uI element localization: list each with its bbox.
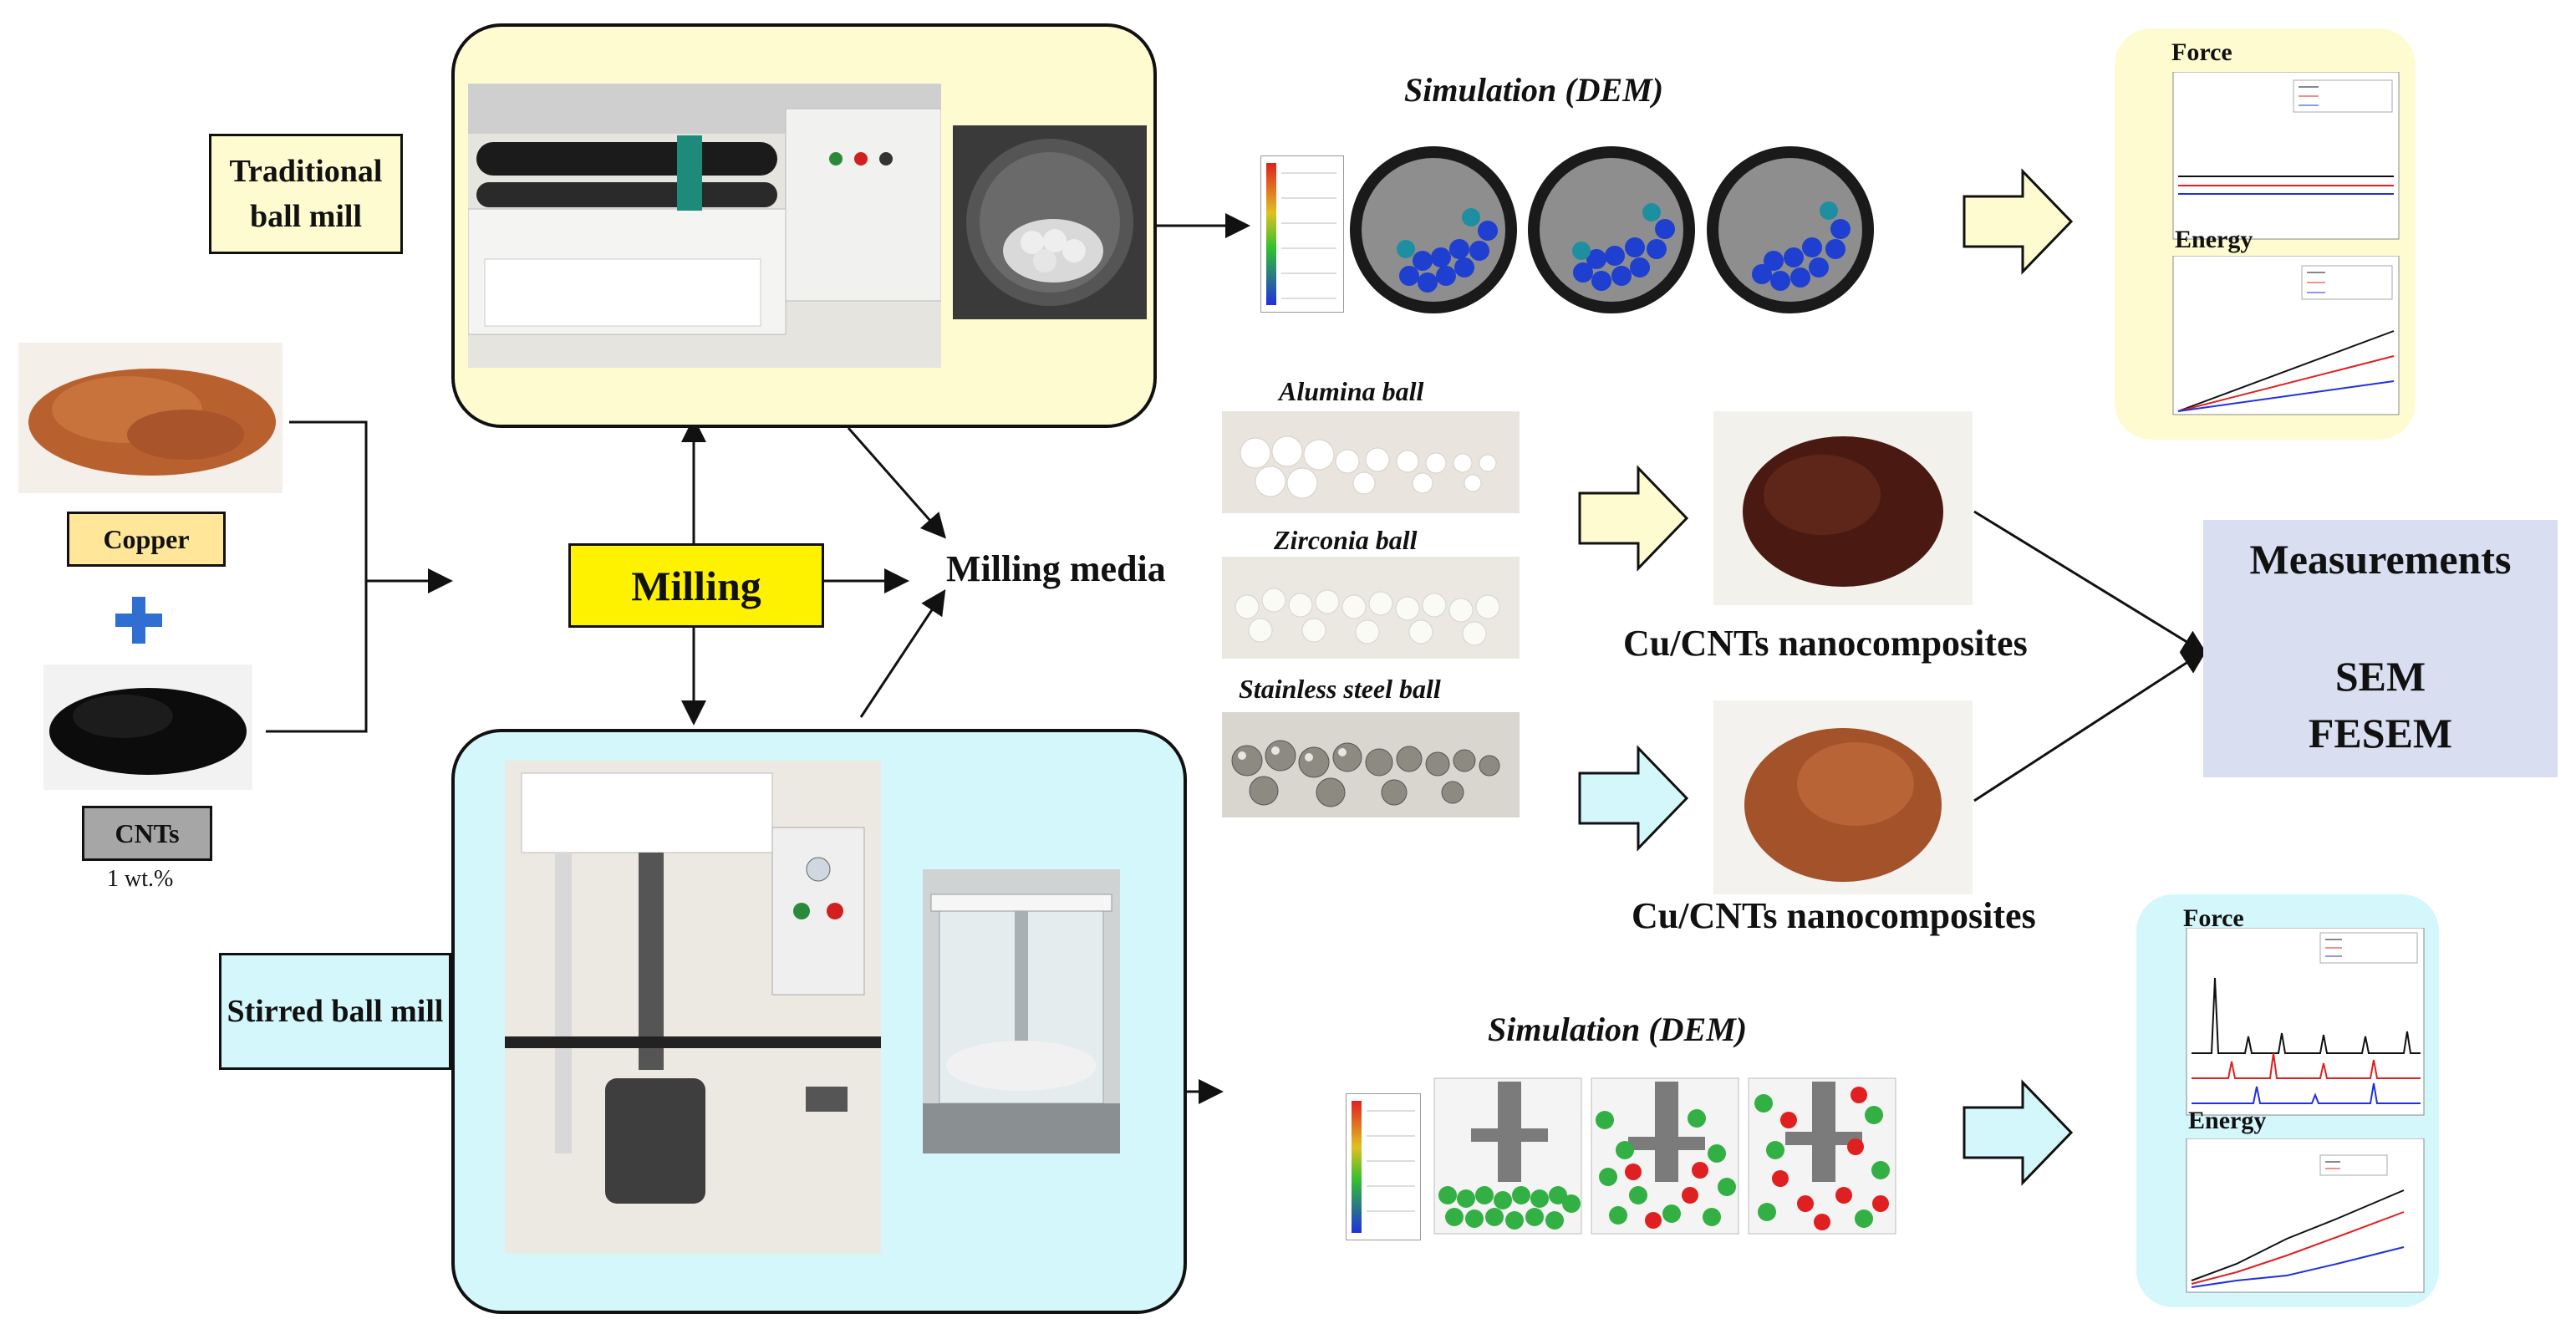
stirred-mill-photo	[505, 761, 881, 1254]
cnts-powder-photo	[43, 665, 252, 790]
composite-bottom-label: Cu/CNTs nanocomposites	[1632, 895, 2036, 936]
measurements-box: Measurements SEM FESEM	[2203, 520, 2558, 777]
bottom-energy-chart	[2153, 1138, 2429, 1299]
input-merge-connector	[266, 420, 368, 733]
composite-top-photo	[1713, 411, 1973, 605]
top-sim-colorbar	[1260, 155, 1344, 313]
traditional-jar-photo	[953, 125, 1147, 319]
bottom-force-chart	[2153, 927, 2429, 1120]
composite-top-to-measure-arrow	[1973, 510, 2208, 655]
bottom-sim-frame-1	[1433, 1077, 1582, 1235]
top-force-title: Force	[2171, 38, 2232, 66]
media-to-composite-top-block-arrow	[1578, 465, 1689, 572]
media-to-composite-bottom-block-arrow	[1578, 745, 1689, 852]
measurement-sem: SEM	[2334, 653, 2426, 700]
traditional-mill-label: Traditional ball mill	[209, 134, 403, 254]
copper-label: Copper	[67, 512, 226, 567]
zirconia-ball-photo	[1222, 557, 1520, 659]
composite-bottom-photo	[1713, 700, 1973, 894]
top-force-chart	[2135, 71, 2402, 242]
stirred-mill-label: Stirred ball mill	[219, 953, 451, 1070]
top-sim-frames	[1346, 142, 1879, 318]
top-sim-frame-1	[1350, 146, 1517, 313]
composite-bottom-to-measure-arrow	[1973, 649, 2208, 802]
bottom-energy-title: Energy	[2188, 1107, 2267, 1134]
bottom-results-panel: Force Energy	[2136, 894, 2439, 1307]
bottom-sim-frame-3	[1748, 1077, 1896, 1235]
top-energy-chart	[2135, 255, 2402, 426]
bottom-sim-frame-2	[1591, 1077, 1739, 1235]
top-sim-frame-2	[1528, 146, 1695, 313]
plus-icon	[114, 595, 164, 645]
stainless-ball-photo	[1222, 712, 1520, 817]
copper-powder-photo	[18, 343, 283, 493]
bottom-sim-colorbar	[1346, 1093, 1421, 1240]
top-energy-title: Energy	[2175, 226, 2253, 253]
top-sim-title: Simulation (DEM)	[1404, 71, 1664, 109]
alumina-ball-photo	[1222, 411, 1520, 513]
traditional-mill-photo	[468, 84, 941, 368]
top-results-panel: Force Energy	[2115, 28, 2416, 440]
stirred-to-media-arrow	[859, 588, 946, 718]
traditional-to-media-arrow	[847, 427, 946, 539]
measurements-title: Measurements	[2249, 536, 2512, 583]
bottom-sim-frames	[1429, 1070, 1906, 1237]
bottom-result-block-arrow	[1963, 1079, 2074, 1186]
bottom-sim-title: Simulation (DEM)	[1488, 1011, 1748, 1048]
cnts-label: CNTs	[82, 806, 212, 861]
zirconia-label: Zirconia ball	[1274, 525, 1418, 555]
top-result-block-arrow	[1963, 168, 2074, 275]
milling-box: Milling	[568, 543, 824, 628]
alumina-label: Alumina ball	[1279, 376, 1424, 406]
stirred-jar-photo	[923, 869, 1120, 1153]
cnts-amount: 1 wt.%	[107, 866, 174, 892]
stainless-label: Stainless steel ball	[1239, 674, 1441, 704]
measurement-fesem: FESEM	[2308, 710, 2453, 756]
composite-top-label: Cu/CNTs nanocomposites	[1623, 623, 2028, 664]
top-sim-frame-3	[1707, 146, 1874, 313]
milling-media-label: Milling media	[946, 548, 1166, 589]
